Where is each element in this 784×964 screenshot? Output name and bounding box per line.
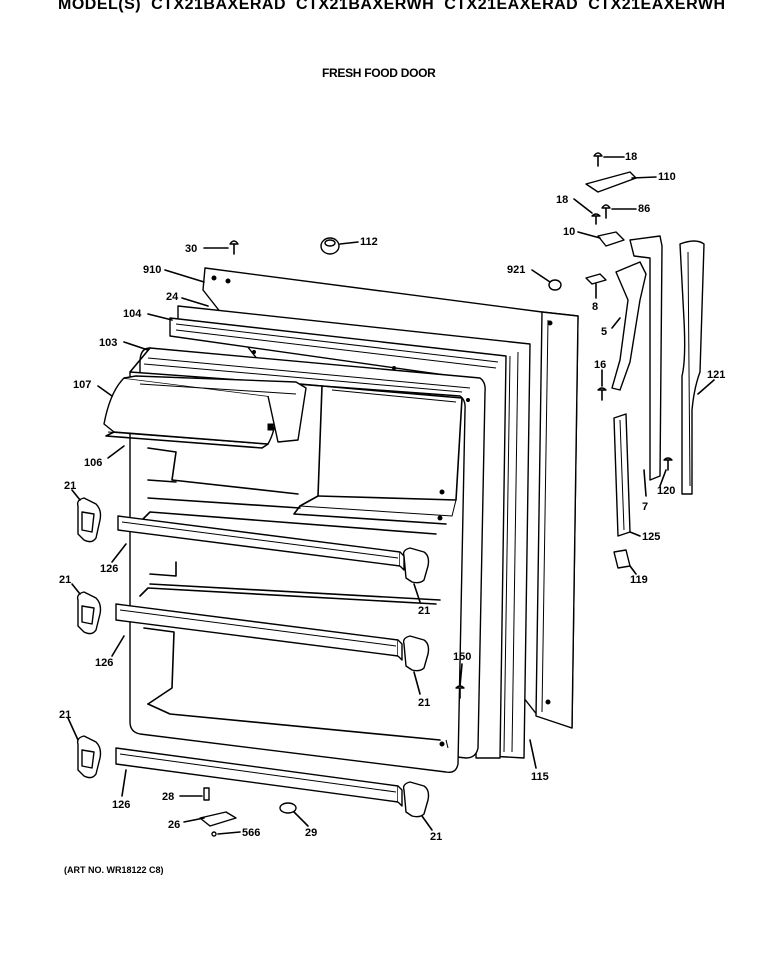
trim-end-cap (613, 549, 631, 569)
callout-label: 21 (418, 697, 430, 709)
callout-label: 26 (168, 819, 180, 831)
dairy-compartment-door (103, 375, 307, 449)
callout-labels: 18 110 18 86 10 30 112 910 921 24 8 104 … (59, 151, 725, 843)
callout-label: 103 (99, 337, 117, 349)
shelf-end-cap (76, 591, 102, 635)
callout-label: 121 (707, 369, 725, 381)
shelf-end-cap (402, 635, 430, 672)
model-number: CTX21BAXERAD (151, 0, 287, 13)
door-shelf (115, 747, 403, 807)
bottom-hardware (199, 787, 297, 837)
callout-label: 566 (242, 827, 260, 839)
door-gasket (169, 305, 531, 759)
model-prefix: MODEL(S) (58, 0, 142, 13)
callout-label: 5 (601, 326, 607, 338)
callout-label: 7 (642, 501, 648, 513)
callout-label: 150 (453, 651, 471, 663)
callout-label: 16 (594, 359, 606, 371)
door-stop (320, 237, 340, 255)
callout-label: 910 (143, 264, 161, 276)
door-shelf (115, 603, 403, 661)
door-shelf (117, 515, 405, 571)
hinge-bracket (585, 171, 637, 285)
screw (229, 240, 239, 255)
callout-label: 107 (73, 379, 91, 391)
shelf-end-cap (402, 547, 430, 584)
door-closer-screw (455, 152, 673, 699)
callout-label: 10 (563, 226, 575, 238)
trim-strip (613, 413, 631, 537)
callout-label: 112 (360, 236, 378, 248)
model-header: MODEL(S) CTX21BAXERAD CTX21BAXERWH CTX21EAX… (58, 0, 736, 14)
callout-label: 24 (166, 291, 179, 303)
model-number: CTX21EAXERAD (444, 0, 579, 13)
shelf-end-cap (76, 497, 102, 543)
callout-label: 8 (592, 301, 598, 313)
shelf-end-cap (402, 781, 430, 818)
callout-label: 30 (185, 243, 197, 255)
callout-label: 125 (642, 531, 660, 543)
model-number: CTX21BAXERWH (296, 0, 435, 13)
callout-label: 115 (531, 771, 549, 783)
callout-label: 86 (638, 203, 650, 215)
shelf-end-cap (76, 735, 102, 779)
callout-label: 120 (657, 485, 675, 497)
callout-label: 126 (100, 563, 118, 575)
callout-label: 126 (95, 657, 113, 669)
callout-label: 921 (507, 264, 525, 276)
diagram-title: FRESH FOOD DOOR (322, 66, 436, 80)
callout-label: 21 (64, 480, 76, 492)
callout-label: 126 (112, 799, 130, 811)
callout-label: 119 (630, 574, 648, 586)
callout-label: 21 (59, 709, 71, 721)
callout-label: 21 (59, 574, 71, 586)
callout-label: 28 (162, 791, 174, 803)
callout-label: 21 (418, 605, 430, 617)
art-number: (ART NO. WR18122 C8) (64, 865, 164, 875)
door-handle (611, 235, 705, 495)
callout-label: 29 (305, 827, 317, 839)
callout-label: 18 (625, 151, 637, 163)
model-number: CTX21EAXERWH (588, 0, 726, 13)
callout-label: 18 (556, 194, 568, 206)
plug (548, 279, 562, 291)
callout-label: 106 (84, 457, 102, 469)
callout-label: 110 (658, 171, 676, 183)
callout-label: 21 (430, 831, 442, 843)
callout-label: 104 (123, 308, 142, 320)
leader-lines (67, 156, 715, 835)
